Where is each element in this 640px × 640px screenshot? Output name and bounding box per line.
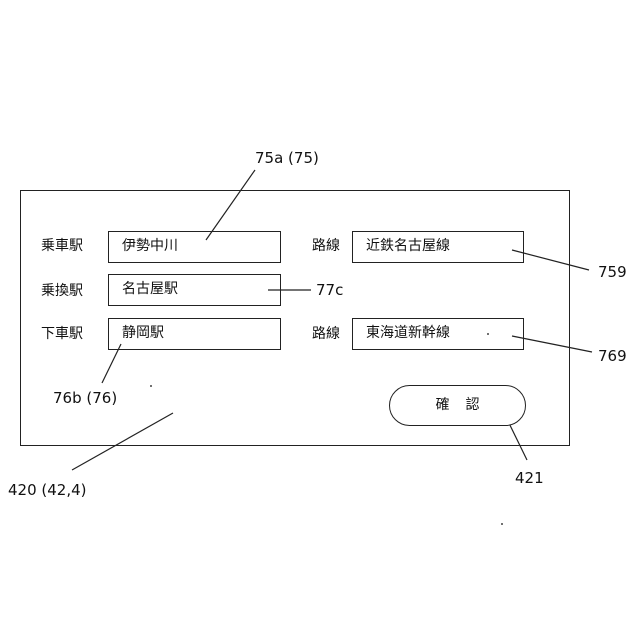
boarding-station-label: 乗車駅 [41,236,83,256]
route-field-1[interactable]: 近鉄名古屋線 [352,231,524,263]
ref-759: 759 [598,262,627,282]
ref-769: 769 [598,346,627,366]
alighting-station-field[interactable]: 静岡駅 [108,318,281,350]
boarding-station-field[interactable]: 伊勢中川 [108,231,281,263]
route-field-2[interactable]: 東海道新幹線 [352,318,524,350]
ref-75a: 75a (75) [255,148,319,168]
ref-76b: 76b (76) [53,388,117,408]
route-label-1: 路線 [312,236,340,256]
route-label-2: 路線 [312,324,340,344]
confirm-button[interactable]: 確認 [389,385,526,426]
transfer-station-label: 乗換駅 [41,281,83,301]
ref-420: 420 (42,4) [8,480,87,500]
ref-421: 421 [515,468,544,488]
ref-77c: 77c [316,280,343,300]
transfer-station-field[interactable]: 名古屋駅 [108,274,281,306]
speck-mark [487,333,489,335]
speck-mark [501,523,503,525]
speck-mark [150,385,152,387]
alighting-station-label: 下車駅 [41,324,83,344]
